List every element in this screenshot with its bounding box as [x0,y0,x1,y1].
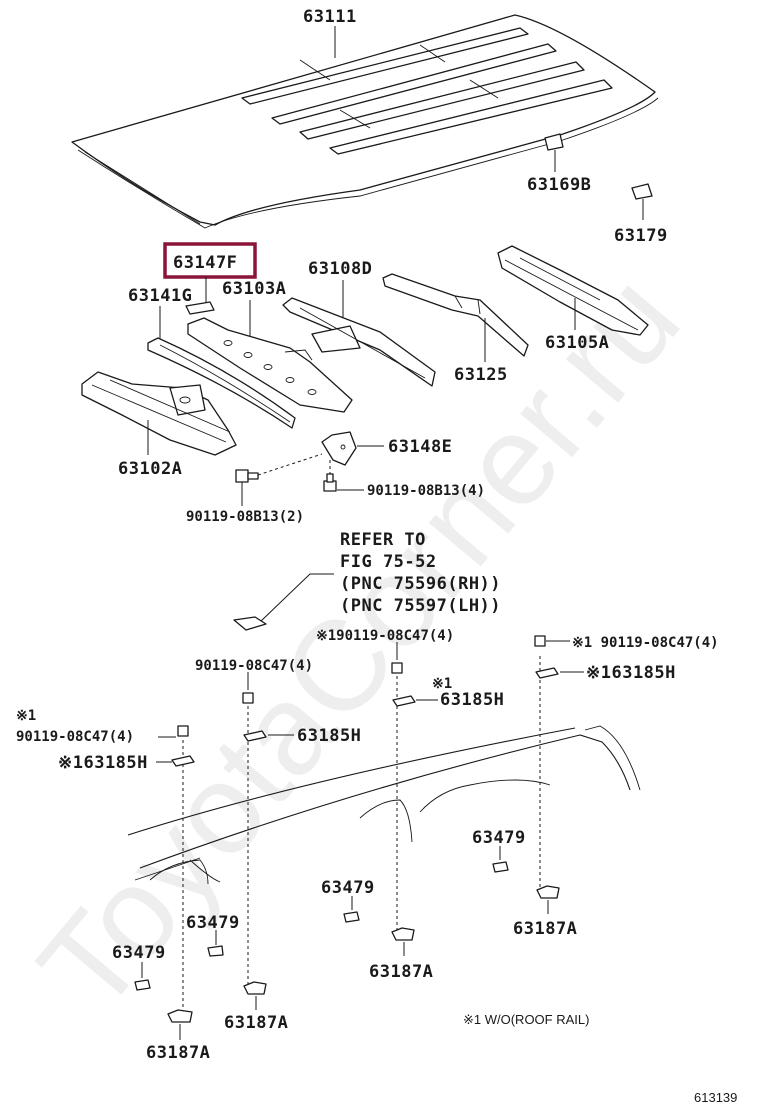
pad-63479-1[interactable] [134,979,151,991]
bow-63125[interactable] [382,273,529,357]
clip-90119-08C47-1[interactable] [177,725,189,737]
clip-63185H-3[interactable] [392,695,416,707]
label-mark-90119-08C47-1: ※1 [16,708,36,724]
label-mark-63185H-3: ※1 [432,676,452,692]
bow-63141G[interactable] [147,337,296,429]
label-63108D: 63108D [308,259,372,279]
bolt-90119-08B13-a[interactable] [323,473,337,492]
clip-63185H-1[interactable] [171,755,195,767]
roof-side-structure [127,725,641,885]
label-63185H-4: ※163185H [586,663,676,683]
label-63479-3: 63479 [321,878,375,898]
label-90119-08C47-2: 90119-08C47(4) [195,658,313,674]
label-63111: 63111 [303,7,357,27]
bolt-90119-08B13-b[interactable] [235,469,259,483]
label-63102A: 63102A [118,459,182,479]
pad-63479-4[interactable] [492,861,509,873]
clip-90119-08C47-2[interactable] [242,692,254,704]
label-63479-4: 63479 [472,828,526,848]
spacer-63147F[interactable] [185,301,215,315]
pad-63479-2[interactable] [207,945,224,957]
panel-63102A[interactable] [81,371,237,456]
clip-63185H-2[interactable] [243,730,267,742]
label-63479-2: 63479 [186,913,240,933]
bracket-63148E[interactable] [321,431,357,466]
label-90119-08B13-2: 90119-08B13(2) [186,509,304,525]
label-90119-08B13-4: 90119-08B13(4) [367,483,485,499]
bracket-63187A-4[interactable] [536,885,560,899]
refer-line-2: FIG 75-52 [340,552,437,572]
bracket-63187A-2[interactable] [243,981,267,995]
label-63105A: 63105A [545,333,609,353]
highlight-box-63147F [163,242,257,279]
pad-63479-3[interactable] [343,911,360,923]
label-63169B: 63169B [527,175,591,195]
label-63185H-1: ※163185H [58,753,148,773]
label-63147F[interactable]: 63147F [173,253,237,273]
label-63179: 63179 [614,226,668,246]
refer-line-4: (PNC 75597(LH)) [340,596,501,616]
refer-line-3: (PNC 75596(RH)) [340,574,501,594]
label-63185H-3: 63185H [440,690,504,710]
label-63187A-3: 63187A [369,962,433,982]
clip-90119-08C47-4[interactable] [534,635,546,647]
panel-63105A[interactable] [497,245,649,336]
label-63148E: 63148E [388,437,452,457]
label-63479-1: 63479 [112,943,166,963]
label-90119-08C47-1: 90119-08C47(4) [16,729,134,745]
footnote-roof-rail: ※1 W/O(ROOF RAIL) [463,1012,589,1027]
label-63185H-2: 63185H [297,726,361,746]
clip-63185H-4[interactable] [535,667,559,679]
label-90119-08C47-4: ※1 90119-08C47(4) [572,635,719,651]
clip-90119-08C47-3[interactable] [391,662,403,674]
roof-panel-63111[interactable] [71,14,659,229]
cover-ref-75-52[interactable] [233,616,267,631]
reinforcement-63103A[interactable] [187,317,353,413]
pad-63179[interactable] [631,183,653,200]
bow-63108D[interactable] [282,297,436,387]
bracket-63187A-3[interactable] [391,927,415,941]
label-63187A-4: 63187A [513,919,577,939]
pad-63169B[interactable] [544,133,564,151]
label-63187A-2: 63187A [224,1013,288,1033]
refer-line-1: REFER TO [340,530,426,550]
label-63103A: 63103A [222,279,286,299]
label-63125: 63125 [454,365,508,385]
label-63187A-1: 63187A [146,1043,210,1063]
label-90119-08C47-3: ※190119-08C47(4) [316,628,454,644]
bracket-63187A-1[interactable] [167,1009,193,1023]
figure-number: 613139 [694,1090,737,1105]
label-63141G: 63141G [128,286,192,306]
